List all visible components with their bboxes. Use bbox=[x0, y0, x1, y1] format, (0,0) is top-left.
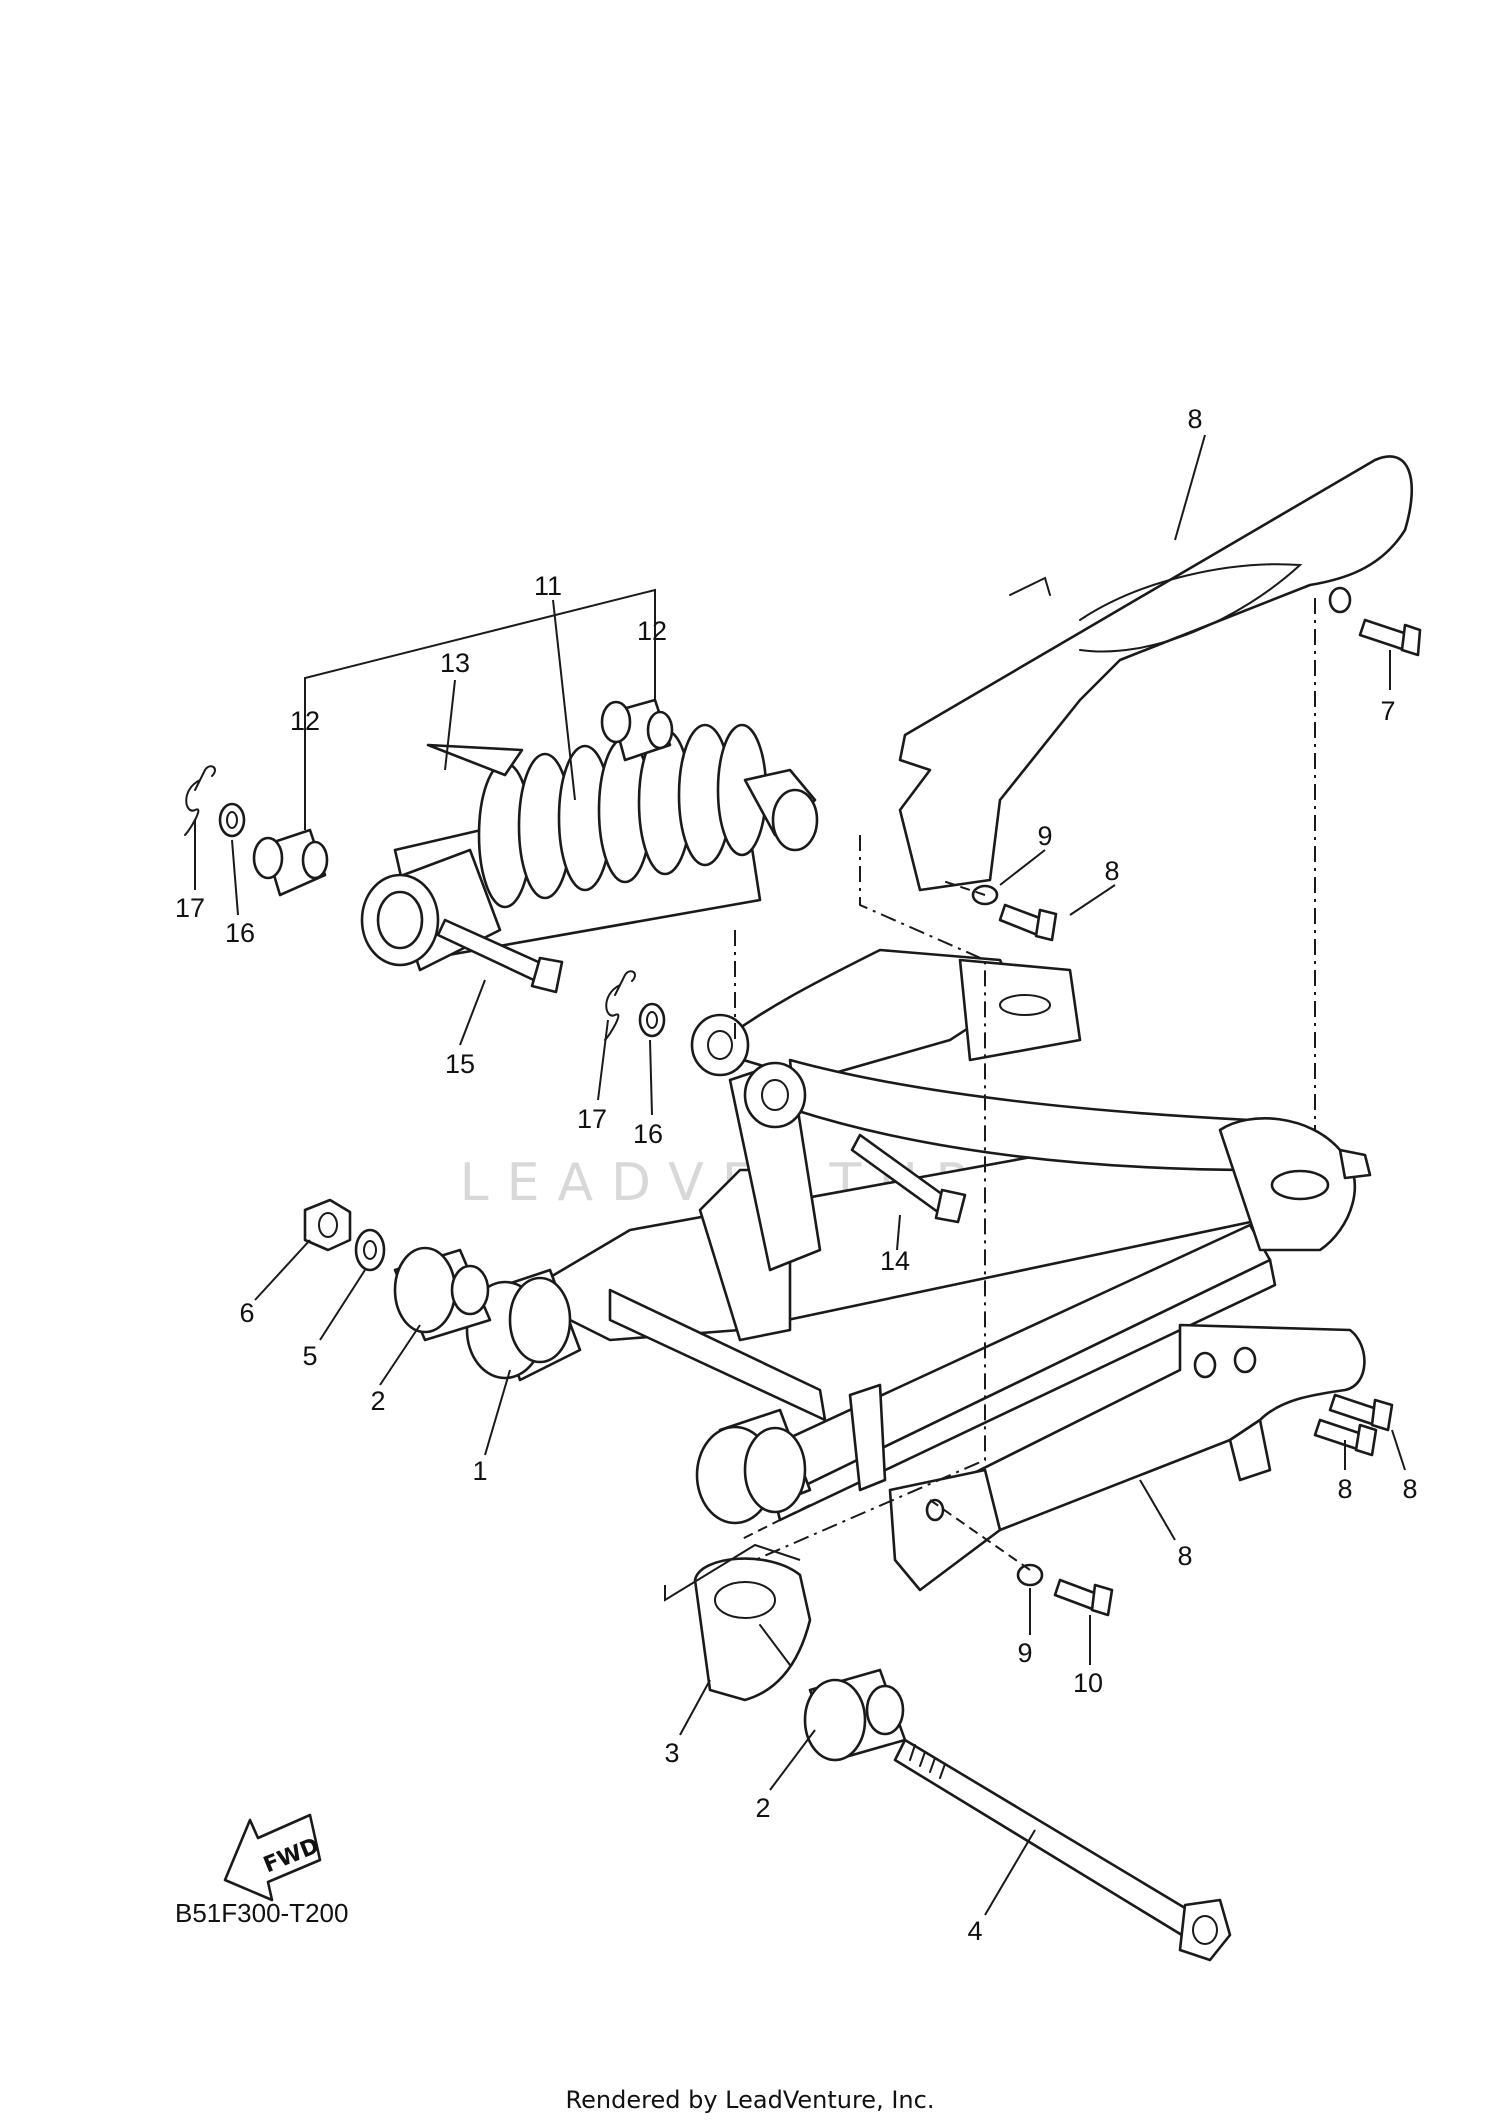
clip-17-right bbox=[604, 970, 636, 1041]
pivot-tube-lower bbox=[695, 1408, 812, 1525]
bolt-8-top bbox=[1358, 618, 1422, 657]
bushing-12-right bbox=[600, 698, 674, 762]
callout-8: 8 bbox=[1337, 1474, 1352, 1504]
callout-14: 14 bbox=[880, 1246, 910, 1276]
callout-2: 2 bbox=[370, 1386, 385, 1416]
bolt-8-bottom bbox=[1053, 1578, 1114, 1617]
leader-lines bbox=[194, 434, 1406, 1916]
callout-3: 3 bbox=[664, 1738, 679, 1768]
pivot-shaft-4 bbox=[893, 1738, 1232, 1962]
callout-12: 12 bbox=[290, 706, 320, 736]
callout-16: 16 bbox=[633, 1119, 663, 1149]
bushing-12-left bbox=[252, 828, 329, 897]
washer-9-lower bbox=[1016, 1563, 1044, 1587]
shock-spring bbox=[477, 723, 768, 909]
callout-4: 4 bbox=[967, 1916, 982, 1946]
callout-15: 15 bbox=[445, 1049, 475, 1079]
callout-8: 8 bbox=[1104, 856, 1119, 886]
bolt-14 bbox=[850, 1133, 967, 1224]
callout-9: 9 bbox=[1037, 821, 1052, 851]
fwd-arrow-icon: FWD bbox=[223, 1813, 323, 1902]
pivot-tube-upper bbox=[465, 1268, 582, 1382]
callout-1: 1 bbox=[472, 1456, 487, 1486]
callout-labels: 8 7 9 8 11 12 13 12 17 16 15 17 16 14 6 … bbox=[175, 404, 1418, 1946]
clip-17-left bbox=[184, 765, 216, 836]
chain-guard bbox=[898, 455, 1413, 892]
swingarm bbox=[465, 948, 1372, 1525]
bolt-8-guide-b bbox=[1313, 1418, 1378, 1457]
nut-6 bbox=[303, 1198, 352, 1252]
chain-guide bbox=[888, 1323, 1366, 1592]
callout-7: 8 bbox=[1177, 1541, 1192, 1571]
callout-13: 13 bbox=[440, 648, 470, 678]
washer-16-left bbox=[218, 802, 246, 838]
bushing-2-lower bbox=[803, 1668, 907, 1762]
callout-12: 12 bbox=[637, 616, 667, 646]
callout-16: 16 bbox=[225, 918, 255, 948]
callout-17: 17 bbox=[577, 1104, 607, 1134]
washer-16-right bbox=[638, 1002, 666, 1038]
callout-6: 6 bbox=[239, 1298, 254, 1328]
callout-11: 11 bbox=[534, 571, 562, 601]
footer-credit: Rendered by LeadVenture, Inc. bbox=[566, 2086, 935, 2114]
callout-2: 2 bbox=[755, 1793, 770, 1823]
decal-13 bbox=[426, 743, 524, 777]
bushing-2-upper bbox=[393, 1246, 492, 1342]
assembly-lines bbox=[664, 598, 1316, 1602]
diagram-code: B51F300-T200 bbox=[175, 1898, 348, 1928]
shock-absorber-assembly bbox=[184, 588, 819, 1041]
callout-8: 7 bbox=[1380, 696, 1395, 726]
washer-5 bbox=[354, 1228, 386, 1272]
callout-9: 9 bbox=[1017, 1638, 1032, 1668]
bolt-8-guard-lower bbox=[998, 903, 1058, 942]
callout-10: 8 bbox=[1187, 404, 1202, 434]
bolt-8-guide-a bbox=[1328, 1393, 1394, 1432]
bolt-15 bbox=[436, 918, 564, 994]
spacer-3 bbox=[693, 1557, 812, 1702]
callout-5: 5 bbox=[302, 1341, 317, 1371]
callout-8: 10 bbox=[1073, 1668, 1103, 1698]
callout-8: 8 bbox=[1402, 1474, 1417, 1504]
callout-17: 17 bbox=[175, 893, 205, 923]
